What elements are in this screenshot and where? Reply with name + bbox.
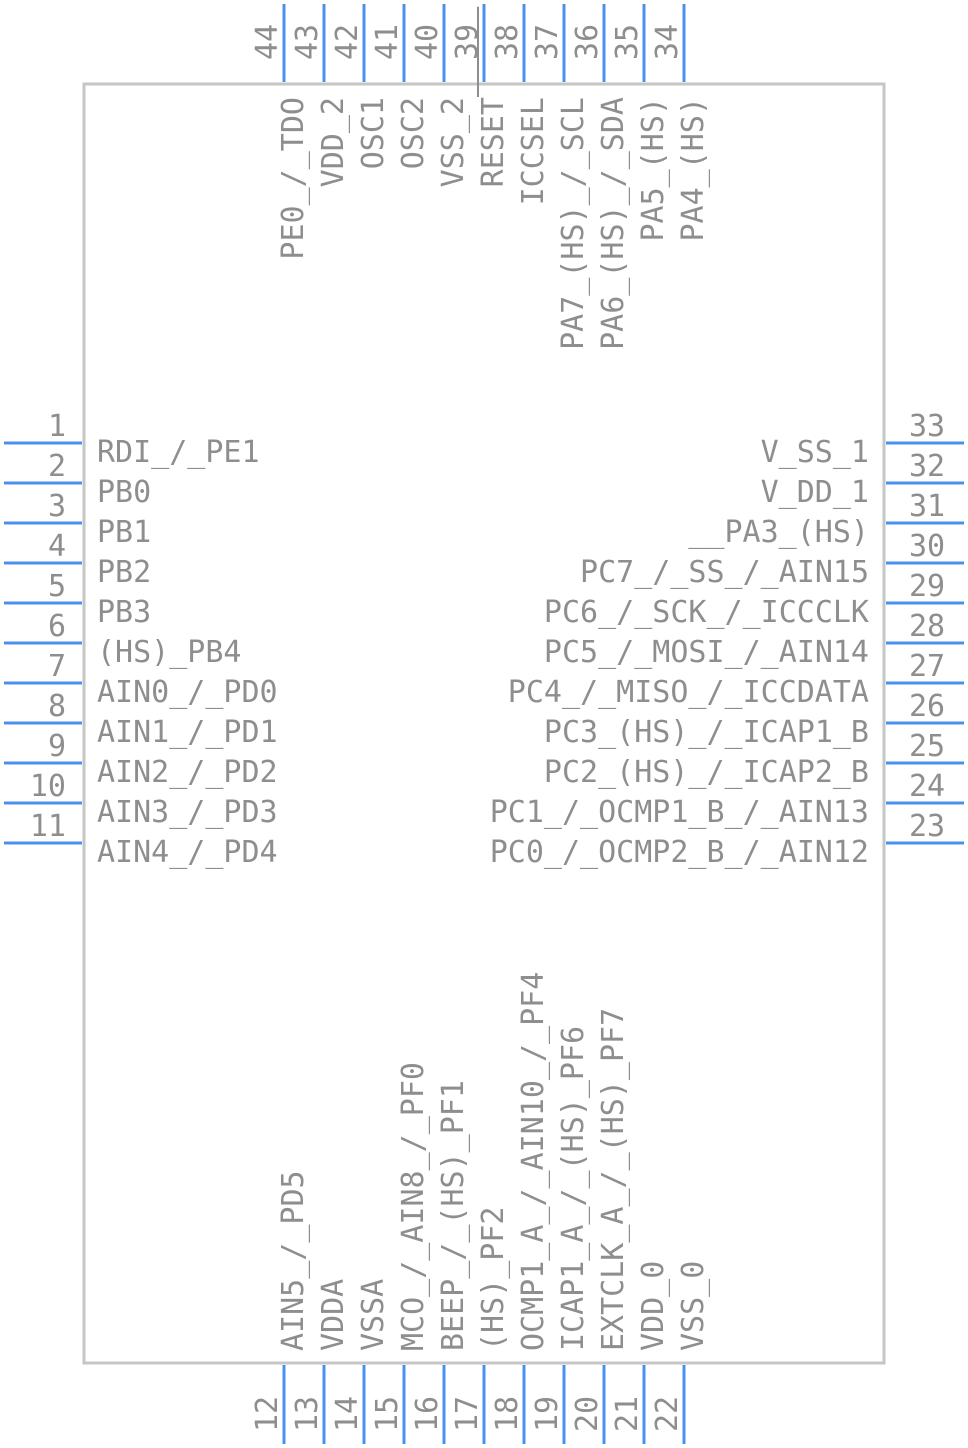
pin-label-22: VSS_0 — [676, 1261, 711, 1351]
pin-number-33: 33 — [909, 409, 945, 444]
pin-number-44: 44 — [250, 24, 285, 60]
pin-label-13: VDDA — [316, 1279, 351, 1351]
pin-label-18: OCMP1_A_/_AIN10_/_PF4 — [516, 972, 551, 1351]
pin-label-42: OSC1 — [356, 97, 391, 169]
pin-label-27: PC4_/_MISO_/_ICCDATA — [508, 675, 869, 710]
pin-label-43: VDD_2 — [316, 97, 351, 187]
pin-number-23: 23 — [909, 809, 945, 844]
pin-label-29: PC6_/_SCK_/_ICCCLK — [544, 595, 869, 630]
pin-number-36: 36 — [570, 24, 605, 60]
pin-label-21: VDD_0 — [636, 1261, 671, 1351]
pin-number-29: 29 — [909, 569, 945, 604]
pin-label-40: VSS_2 — [436, 97, 471, 187]
pin-label-10: AIN3_/_PD3 — [97, 795, 278, 830]
pin-label-23: PC0_/_OCMP2_B_/_AIN12 — [490, 835, 869, 870]
pin-number-32: 32 — [909, 449, 945, 484]
pin-label-28: PC5_/_MOSI_/_AIN14 — [544, 635, 869, 670]
pin-number-39: 39 — [450, 24, 485, 60]
pin-label-24: PC1_/_OCMP1_B_/_AIN13 — [490, 795, 869, 830]
pin-label-34: PA4_(HS) — [676, 97, 711, 242]
pin-number-43: 43 — [290, 24, 325, 60]
pin-number-15: 15 — [370, 1396, 405, 1432]
pin-number-18: 18 — [490, 1396, 525, 1432]
pin-number-24: 24 — [909, 769, 945, 804]
pin-number-26: 26 — [909, 689, 945, 724]
pin-number-7: 7 — [48, 649, 66, 684]
pin-number-21: 21 — [610, 1396, 645, 1432]
pin-label-38: ICCSEL — [516, 97, 551, 205]
pin-label-26: PC3_(HS)_/_ICAP1_B — [544, 715, 869, 750]
pin-label-16: BEEP_/_(HS)_PF1 — [436, 1080, 471, 1351]
pin-number-8: 8 — [48, 689, 66, 724]
pin-label-35: PA5_(HS) — [636, 97, 671, 242]
pin-label-36: PA6_(HS)_/_SDA — [596, 97, 631, 350]
pin-number-41: 41 — [370, 24, 405, 60]
pin-label-20: EXTCLK_A_/_(HS)_PF7 — [596, 1008, 631, 1351]
pin-label-1: RDI_/_PE1 — [97, 435, 260, 470]
pin-number-6: 6 — [48, 609, 66, 644]
pin-label-25: PC2_(HS)_/_ICAP2_B — [544, 755, 869, 790]
pin-number-28: 28 — [909, 609, 945, 644]
pin-label-15: MCO_/_AIN8_/_PF0 — [396, 1062, 431, 1351]
pin-number-2: 2 — [48, 449, 66, 484]
pin-number-16: 16 — [410, 1396, 445, 1432]
pin-label-8: AIN1_/_PD1 — [97, 715, 278, 750]
pin-label-14: VSSA — [356, 1279, 391, 1351]
pin-label-37: PA7_(HS)_/_SCL — [556, 97, 591, 350]
pin-number-31: 31 — [909, 489, 945, 524]
pin-number-10: 10 — [30, 769, 66, 804]
pin-label-19: ICAP1_A_/_(HS)_PF6 — [556, 1026, 591, 1351]
pin-number-13: 13 — [290, 1396, 325, 1432]
pin-number-5: 5 — [48, 569, 66, 604]
pin-number-9: 9 — [48, 729, 66, 764]
pin-number-20: 20 — [570, 1396, 605, 1432]
pin-label-30: PC7_/_SS_/_AIN15 — [580, 555, 869, 590]
pin-label-2: PB0 — [97, 475, 151, 510]
pin-number-11: 11 — [30, 809, 66, 844]
pin-label-41: OSC2 — [396, 97, 431, 169]
pin-label-32: V_DD_1 — [761, 475, 869, 510]
pin-number-12: 12 — [250, 1396, 285, 1432]
pin-label-7: AIN0_/_PD0 — [97, 675, 278, 710]
pin-label-4: PB2 — [97, 555, 151, 590]
pin-number-42: 42 — [330, 24, 365, 60]
pin-label-17: (HS)_PF2 — [476, 1207, 511, 1352]
pin-number-19: 19 — [530, 1396, 565, 1432]
pin-label-11: AIN4_/_PD4 — [97, 835, 278, 870]
pin-number-3: 3 — [48, 489, 66, 524]
pin-number-34: 34 — [650, 24, 685, 60]
pin-label-3: PB1 — [97, 515, 151, 550]
pin-label-9: AIN2_/_PD2 — [97, 755, 278, 790]
pin-number-17: 17 — [450, 1396, 485, 1432]
pin-number-35: 35 — [610, 24, 645, 60]
pin-number-22: 22 — [650, 1396, 685, 1432]
pin-number-27: 27 — [909, 649, 945, 684]
pin-number-37: 37 — [530, 24, 565, 60]
pin-number-1: 1 — [48, 409, 66, 444]
pin-number-38: 38 — [490, 24, 525, 60]
pin-label-44: PE0_/_TDO — [276, 97, 311, 260]
pin-number-30: 30 — [909, 529, 945, 564]
pin-label-39: RESET — [476, 97, 511, 187]
pin-number-25: 25 — [909, 729, 945, 764]
pin-number-40: 40 — [410, 24, 445, 60]
pin-label-31: __PA3_(HS) — [688, 515, 869, 550]
pin-label-5: PB3 — [97, 595, 151, 630]
pin-label-12: AIN5_/_PD5 — [276, 1170, 311, 1351]
pin-number-4: 4 — [48, 529, 66, 564]
pin-label-6: (HS)_PB4 — [97, 635, 242, 670]
chip-body — [82, 82, 886, 1365]
pin-number-14: 14 — [330, 1396, 365, 1432]
pin-label-33: V_SS_1 — [761, 435, 869, 470]
